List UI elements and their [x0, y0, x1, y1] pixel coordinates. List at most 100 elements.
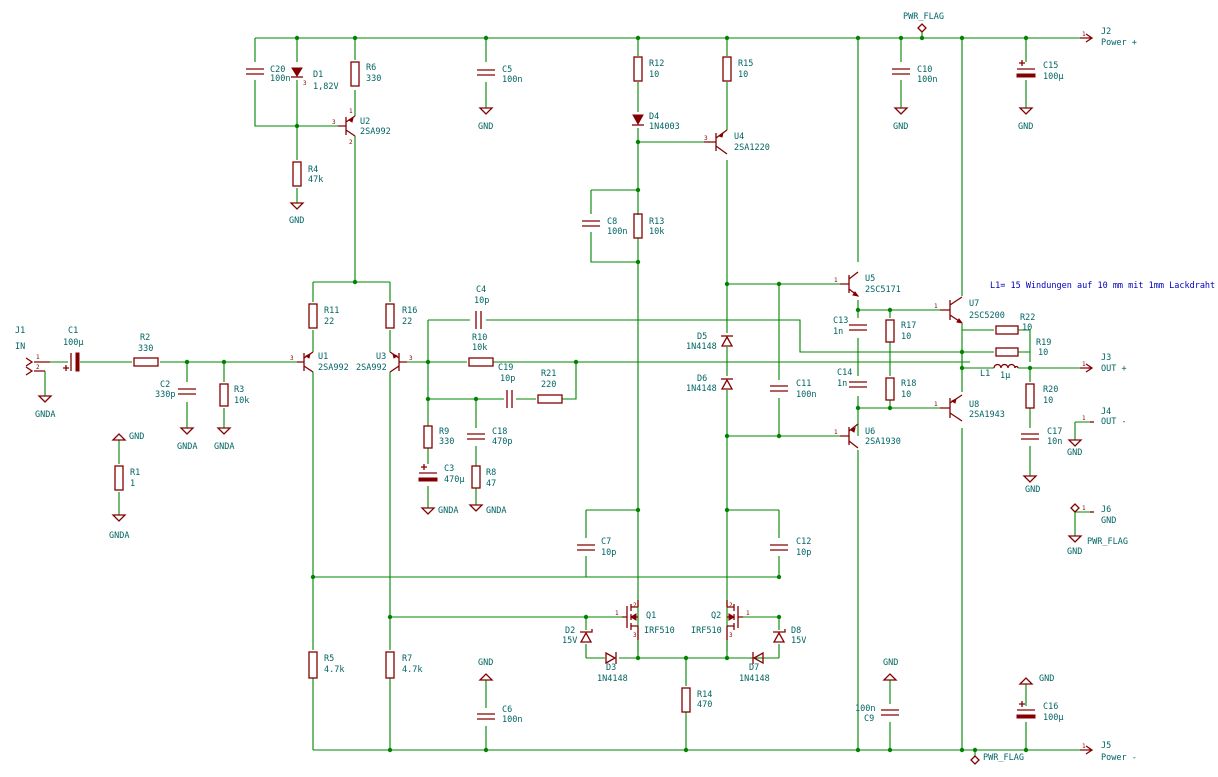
label-u4-ref: U4	[734, 132, 744, 142]
label-c3-ref: C3	[444, 464, 454, 474]
label-r1-ref: R1	[130, 468, 140, 478]
inductor	[993, 363, 1019, 369]
label-c5-ref: C5	[502, 65, 512, 75]
svg-text:1: 1	[1082, 415, 1086, 422]
label-u2-val: 2SA992	[360, 127, 391, 137]
label-d1-ref: D1	[313, 70, 323, 80]
label-c12-val: 10p	[796, 548, 811, 558]
label-l1-val: 1µ	[1000, 371, 1010, 381]
power-symbols	[37, 23, 1083, 765]
label-c6-ref: C6	[502, 705, 512, 715]
label-d8-ref: D8	[791, 626, 801, 636]
label-c15-ref: C15	[1043, 61, 1058, 71]
label-c19-val: 10p	[500, 374, 515, 384]
label-r7-val: 4.7k	[402, 665, 422, 675]
svg-text:GNDA: GNDA	[177, 442, 197, 452]
svg-text:1: 1	[934, 303, 938, 310]
label-u8-ref: U8	[969, 400, 979, 410]
label-j5-ref: J5	[1101, 741, 1111, 751]
label-c5-val: 100n	[502, 75, 522, 85]
svg-text:1: 1	[834, 277, 838, 284]
label-c1-ref: C1	[68, 326, 78, 336]
label-r12-ref: R12	[649, 59, 664, 69]
svg-text:GNDA: GNDA	[109, 531, 129, 541]
svg-text:GND: GND	[1018, 122, 1033, 132]
label-c4-val: 10p	[474, 296, 489, 306]
label-c2-val: 330p	[155, 390, 175, 400]
label-c17-val: 10n	[1047, 437, 1062, 447]
component-labels: C20 100n D1 1,82V R6 330 U2 2SA992 R4 47…	[15, 27, 1137, 763]
svg-text:1: 1	[1082, 743, 1086, 750]
label-r22-ref: R22	[1020, 313, 1035, 323]
label-d4-ref: D4	[649, 112, 659, 122]
label-j4-ref: J4	[1101, 407, 1111, 417]
svg-text:PWR_FLAG: PWR_FLAG	[1087, 537, 1128, 547]
svg-text:GNDA: GNDA	[214, 442, 234, 452]
label-r16-val: 22	[402, 317, 412, 327]
svg-text:3: 3	[290, 355, 294, 362]
svg-text:2: 2	[36, 364, 40, 371]
svg-text:GND: GND	[289, 216, 304, 226]
label-c8-val: 100n	[607, 227, 627, 237]
label-j6-val: GND	[1101, 516, 1116, 526]
label-c19-ref: C19	[498, 363, 513, 373]
label-c3-val: 470µ	[444, 475, 464, 485]
svg-text:GND: GND	[1025, 485, 1040, 495]
svg-text:GNDA: GNDA	[35, 410, 55, 420]
resistors	[114, 56, 1035, 713]
label-u8-val: 2SA1943	[969, 410, 1005, 420]
label-c10-ref: C10	[917, 65, 932, 75]
label-r16-ref: R16	[402, 306, 417, 316]
svg-text:PWR_FLAG: PWR_FLAG	[903, 12, 944, 22]
label-r14-ref: R14	[697, 690, 712, 700]
svg-text:1: 1	[36, 354, 40, 361]
label-r15-ref: R15	[738, 59, 753, 69]
connectors	[25, 33, 1094, 755]
svg-text:1: 1	[746, 610, 750, 617]
label-u5-ref: U5	[865, 274, 875, 284]
svg-text:GNDA: GNDA	[486, 506, 506, 516]
label-d5-ref: D5	[697, 332, 707, 342]
label-r9-val: 330	[439, 437, 454, 447]
label-c20-ref: C20	[270, 65, 285, 75]
inductor-note: L1= 15 Windungen auf 10 mm mit 1mm Lackd…	[990, 281, 1215, 291]
label-u2-ref: U2	[360, 117, 370, 127]
label-d5-val: 1N4148	[686, 342, 717, 352]
label-d3-val: 1N4148	[597, 674, 628, 684]
label-r2-val: 330	[138, 344, 153, 354]
transistors	[297, 115, 964, 640]
svg-text:1: 1	[1082, 505, 1086, 512]
label-d7-ref: D7	[749, 663, 759, 673]
label-r8-ref: R8	[486, 468, 496, 478]
svg-text:GND: GND	[893, 122, 908, 132]
label-r6-val: 330	[366, 74, 381, 84]
label-c11-ref: C11	[796, 379, 811, 389]
label-c20-val: 100n	[270, 74, 290, 84]
label-c14-val: 1n	[837, 379, 847, 389]
label-c18-ref: C18	[492, 427, 507, 437]
label-r8-val: 47	[486, 479, 496, 489]
label-r19-ref: R19	[1036, 338, 1051, 348]
svg-text:GND: GND	[1067, 547, 1082, 557]
label-r11-val: 22	[324, 317, 334, 327]
label-d6-val: 1N4148	[686, 384, 717, 394]
label-r13-val: 10k	[649, 227, 664, 237]
label-r12-val: 10	[649, 70, 659, 80]
label-c2-ref: C2	[160, 380, 170, 390]
svg-text:1: 1	[1082, 361, 1086, 368]
label-r3-ref: R3	[234, 385, 244, 395]
svg-text:PWR_FLAG: PWR_FLAG	[983, 753, 1024, 763]
svg-text:2: 2	[349, 139, 353, 146]
label-c1-val: 100µ	[63, 338, 83, 348]
label-d6-ref: D6	[697, 374, 707, 384]
label-u1-ref: U1	[318, 352, 328, 362]
label-d8-val: 15V	[791, 636, 806, 646]
svg-text:GND: GND	[883, 658, 898, 668]
label-c16-ref: C16	[1043, 702, 1058, 712]
label-r5-val: 4.7k	[324, 665, 344, 675]
label-c10-val: 100n	[917, 75, 937, 85]
svg-text:3: 3	[729, 632, 733, 639]
svg-text:3: 3	[332, 119, 336, 126]
svg-text:1: 1	[834, 429, 838, 436]
